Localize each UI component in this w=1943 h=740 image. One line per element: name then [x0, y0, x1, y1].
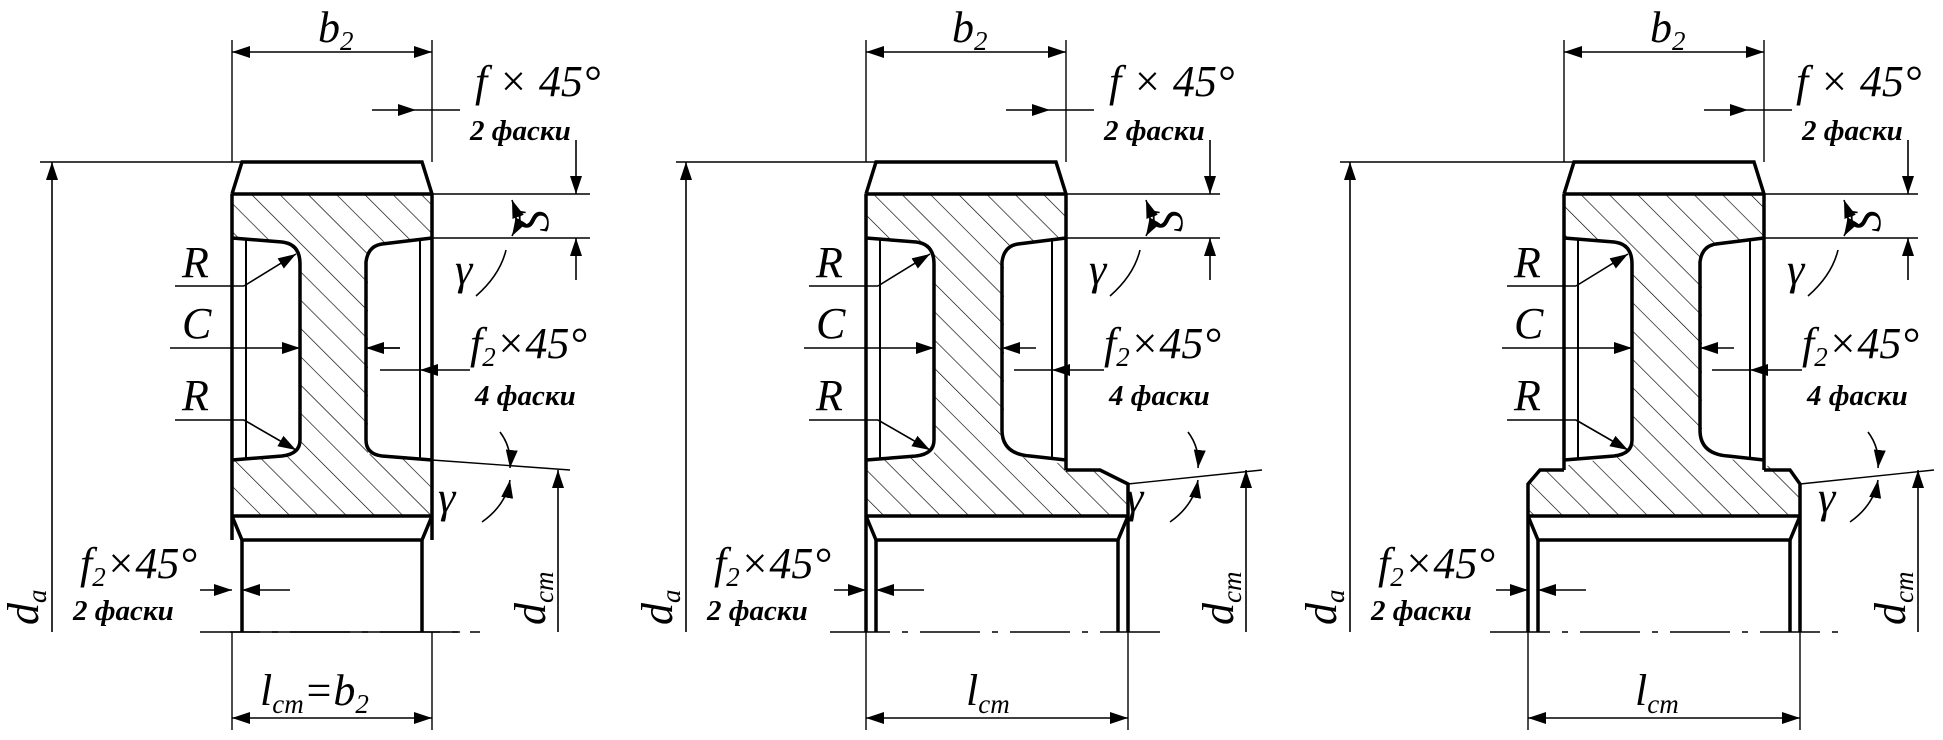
f2-top-note: f2×45° — [470, 319, 587, 372]
r-bottom-label: R — [1513, 371, 1541, 420]
chamfer-f-note: f × 45° — [1796, 57, 1922, 106]
f2-top-note: f2×45° — [1104, 319, 1221, 372]
dcm-label: dcm — [1194, 572, 1247, 625]
section-hatch — [232, 194, 432, 516]
section-contour — [230, 160, 434, 632]
s-label: S — [509, 210, 558, 232]
r-top-label: R — [1513, 238, 1541, 287]
r-top-label: R — [815, 238, 843, 287]
section-contour — [1526, 160, 1802, 632]
extension-lines — [40, 40, 590, 730]
dimension-lines — [680, 46, 1252, 724]
dimension-lines — [1344, 46, 1924, 724]
f2-top-note: f2×45° — [1802, 319, 1919, 372]
f2-bottom-note: f2×45° — [80, 539, 197, 592]
dimension-lines — [46, 46, 582, 724]
lcm-label: lcm — [1635, 666, 1679, 719]
figure-3-extended-hub: b2 f × 45° 2 фаски S γ γ R C R f2×45° 4 … — [1297, 3, 1935, 730]
c-label: C — [816, 299, 846, 348]
f2-bottom-note: f2×45° — [1378, 539, 1495, 592]
extension-lines — [676, 40, 1263, 730]
r-bottom-label: R — [815, 371, 843, 420]
gamma-top-label: γ — [1787, 245, 1806, 294]
c-label: C — [182, 299, 212, 348]
da-label: da — [633, 590, 686, 626]
section-hatch — [866, 194, 1128, 516]
extension-lines — [1340, 40, 1935, 730]
dcm-label: dcm — [506, 572, 559, 625]
s-label: S — [1841, 210, 1890, 232]
f2-top-count: 4 фаски — [1806, 380, 1908, 412]
gamma-top-label: γ — [1089, 245, 1108, 294]
gamma-bottom-label: γ — [1126, 473, 1145, 522]
f2-bottom-count: 2 фаски — [706, 595, 808, 627]
r-top-label: R — [181, 238, 209, 287]
b2-label: b2 — [1650, 3, 1686, 56]
f2-bottom-note: f2×45° — [714, 539, 831, 592]
gamma-bottom-label: γ — [1818, 473, 1837, 522]
chamfer-f-count: 2 фаски — [1103, 115, 1205, 147]
chamfer-f-count: 2 фаски — [1801, 115, 1903, 147]
figure-2-offset-hub: b2 f × 45° 2 фаски S γ γ R C R f2×45° 4 … — [633, 3, 1263, 730]
da-label: da — [0, 590, 52, 626]
gamma-top-label: γ — [455, 245, 474, 294]
r-bottom-label: R — [181, 371, 209, 420]
f2-bottom-count: 2 фаски — [72, 595, 174, 627]
f2-top-count: 4 фаски — [1108, 380, 1210, 412]
section-hatch — [1528, 194, 1800, 516]
gamma-bottom-label: γ — [438, 473, 457, 522]
lcm-label: lcm=b2 — [260, 666, 369, 719]
chamfer-f-note: f × 45° — [475, 57, 601, 106]
b2-label: b2 — [318, 3, 354, 56]
f2-bottom-count: 2 фаски — [1370, 595, 1472, 627]
chamfer-f-count: 2 фаски — [469, 115, 571, 147]
f2-top-count: 4 фаски — [474, 380, 576, 412]
b2-label: b2 — [952, 3, 988, 56]
lcm-label: lcm — [966, 666, 1010, 719]
da-label: da — [1297, 590, 1350, 626]
s-label: S — [1143, 210, 1192, 232]
chamfer-f-note: f × 45° — [1109, 57, 1235, 106]
figure-1-symmetric-hub: b2 f × 45° 2 фаски S γ γ R C R f2×45° 4 … — [0, 3, 601, 730]
section-contour — [864, 160, 1130, 632]
c-label: C — [1514, 299, 1544, 348]
dcm-label: dcm — [1866, 572, 1919, 625]
